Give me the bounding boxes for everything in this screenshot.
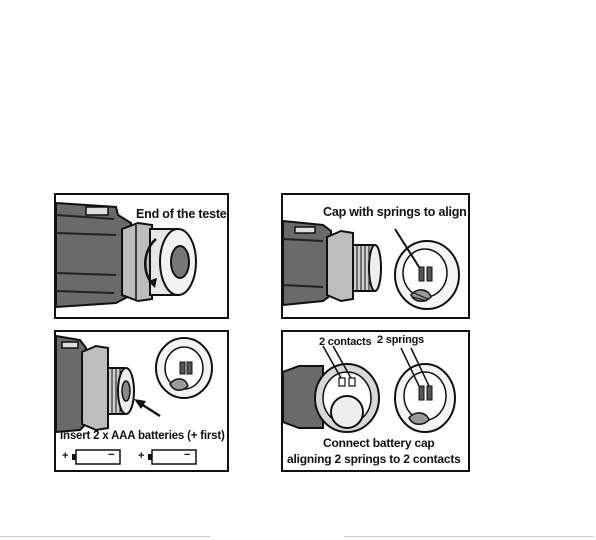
label-2-contacts: 2 contacts [319,336,371,348]
panel-end-of-tester: End of the tester [54,193,229,319]
panel-cap-align: Cap with springs to align [281,193,470,319]
panel-connect-cap: 2 contacts 2 springs Connect battery cap… [281,330,470,472]
battery-2-plus: + [138,450,144,462]
battery-1-plus: + [62,450,68,462]
battery-2-minus: − [184,449,190,461]
caption-connect-line1: Connect battery cap [323,436,435,450]
battery-1-minus: − [108,449,114,461]
caption-insert-batteries: Insert 2 x AAA batteries (+ first) [60,430,225,442]
label-2-springs: 2 springs [377,334,424,346]
caption-end-of-tester: End of the tester [136,207,229,221]
panel-insert-batteries: Insert 2 x AAA batteries (+ first) + − +… [54,330,229,472]
caption-cap-align: Cap with springs to align [323,205,467,219]
bottom-rule-left [0,536,210,537]
bottom-rule-right [344,536,594,537]
caption-connect-line2: aligning 2 springs to 2 contacts [287,452,461,466]
